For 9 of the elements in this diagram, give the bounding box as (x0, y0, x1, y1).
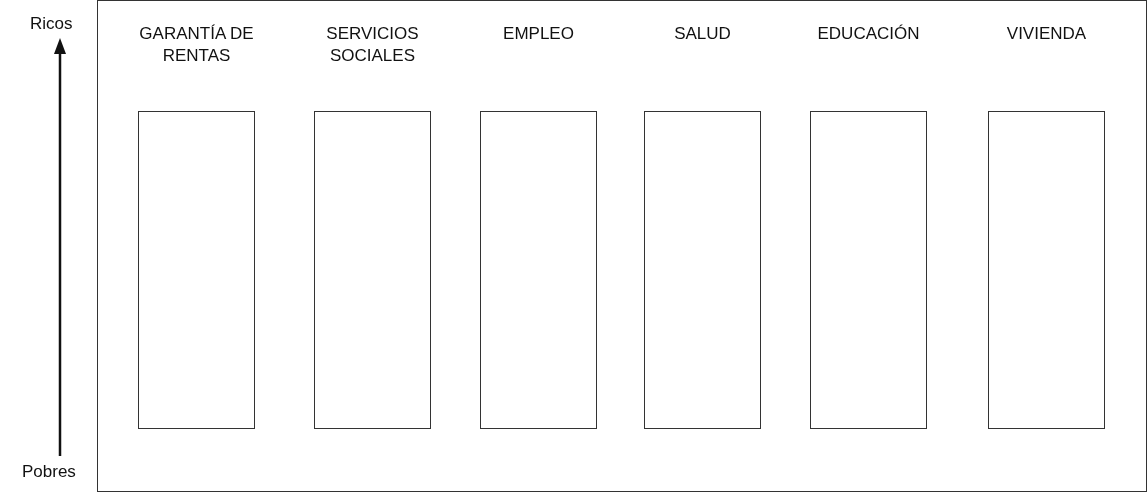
frame (97, 0, 1147, 492)
column-heading: EMPLEO (502, 23, 575, 45)
column-heading: VIVIENDA (1005, 23, 1088, 45)
axis-label: Pobres (22, 462, 76, 482)
column-heading: GARANTÍA DE RENTAS (138, 23, 255, 67)
column-heading: SERVICIOS SOCIALES (325, 23, 420, 67)
axis-label: Ricos (30, 14, 73, 34)
column-heading: SALUD (673, 23, 732, 45)
column-heading: EDUCACIÓN (816, 23, 921, 45)
